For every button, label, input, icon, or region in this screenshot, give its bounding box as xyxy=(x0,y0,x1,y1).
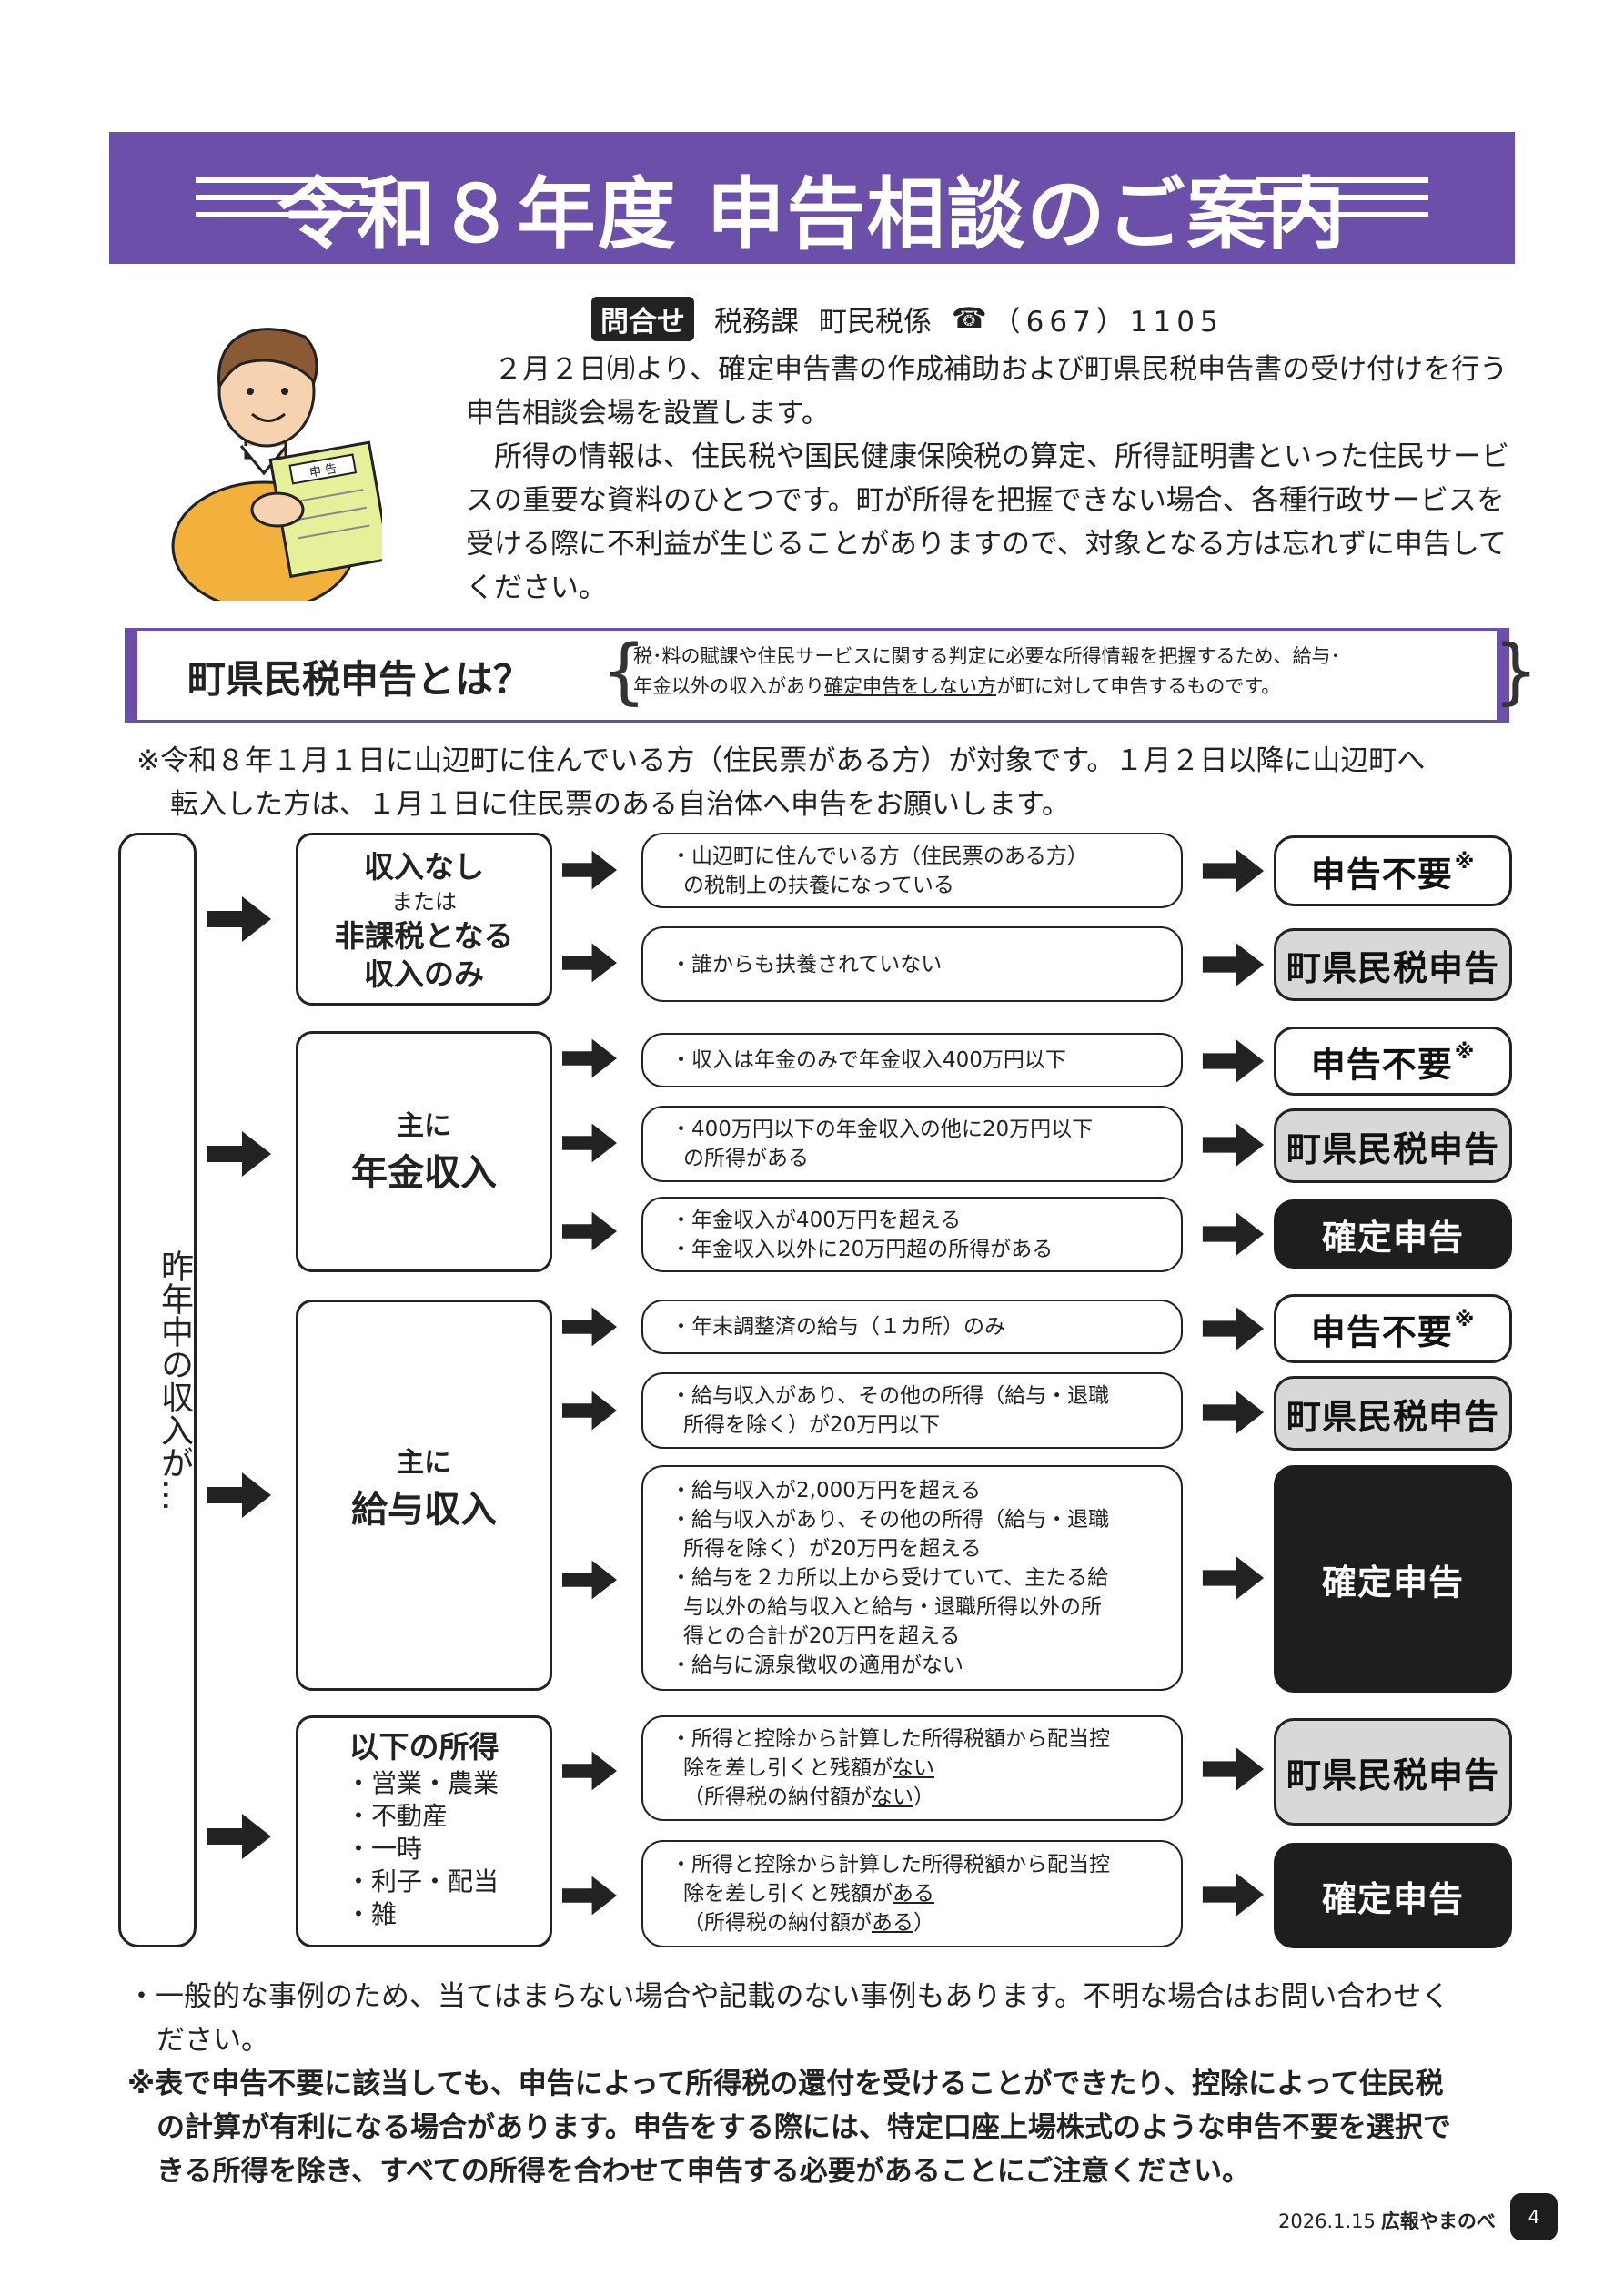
intro-paragraph-2: 所得の情報は、住民税や国民健康保険税の算定、所得証明書といった住民サービスの重要… xyxy=(466,435,1521,610)
definition-line-1: 税･料の賦課や住民サービスに関する判定に必要な所得情報を把握するため、給与･ xyxy=(633,642,1507,672)
arrow-right-icon xyxy=(562,849,617,891)
result-resident-tax: 町県民税申告 xyxy=(1274,1718,1512,1826)
arrow-right-icon xyxy=(1199,1039,1267,1083)
contact-dept: 税務課 xyxy=(714,298,799,339)
condition-not-dependent: ・誰からも扶養されていない xyxy=(641,926,1183,1002)
footer-note-1-cont: ださい。 xyxy=(127,2018,1519,2062)
publication-date: 2026.1.15 xyxy=(1278,2210,1376,2232)
contact-label: 問合せ xyxy=(591,297,694,341)
arrow-right-icon xyxy=(1199,1747,1267,1791)
arrow-right-icon xyxy=(1199,849,1267,893)
intro-paragraph-1: ２月２日㈪より、確定申告書の作成補助および町県民税申告書の受け付けを行う申告相談… xyxy=(466,348,1521,435)
condition-tax-remaining: ・所得と控除から計算した所得税額から配当控 除を差し引くと残額がある （所得税の… xyxy=(641,1840,1183,1947)
result-not-required: 申告不要※ xyxy=(1274,1294,1512,1363)
bracket-right: } xyxy=(1493,640,1538,703)
result-not-required: 申告不要※ xyxy=(1274,835,1512,906)
contact-info: 問合せ 税務課 町民税係 ☎ （667）1105 xyxy=(591,298,1244,339)
note-line-1: ※令和８年１月１日に山辺町に住んでいる方（住民票がある方）が対象です。１月２日以… xyxy=(136,739,1519,783)
bracket-left: { xyxy=(601,640,647,703)
result-resident-tax: 町県民税申告 xyxy=(1274,928,1512,1001)
arrow-right-icon xyxy=(1199,1212,1267,1256)
condition-salary-final-return: ・給与収入が2,000万円を超える ・給与収入があり、その他の所得（給与・退職 … xyxy=(641,1465,1183,1691)
result-final-return: 確定申告 xyxy=(1274,1465,1512,1693)
arrow-right-icon xyxy=(562,942,617,984)
arrow-right-icon xyxy=(207,1131,271,1177)
arrow-right-icon xyxy=(1199,1123,1267,1167)
arrow-right-icon xyxy=(1199,943,1267,986)
arrow-right-icon xyxy=(1199,1307,1267,1350)
contact-phone: （667）1105 xyxy=(993,298,1224,339)
category-other-income: 以下の所得 ・営業・農業 ・不動産 ・一時 ・利子・配当 ・雑 xyxy=(296,1715,552,1947)
arrow-right-icon xyxy=(1199,1873,1267,1917)
publication-name: 広報やまのべ xyxy=(1381,2210,1496,2232)
arrow-right-icon xyxy=(207,1814,271,1859)
condition-pension-small-income: ・400万円以下の年金収入の他に20万円以下の所得がある xyxy=(641,1106,1183,1182)
arrow-right-icon xyxy=(1199,1556,1267,1600)
category-no-income: 収入なし または 非課税となる 収入のみ xyxy=(296,833,552,1006)
note-line-2: 転入した方は、１月１日に住民票のある自治体へ申告をお願いします。 xyxy=(136,783,1519,826)
condition-salary-small-income: ・給与収入があり、その他の所得（給与・退職所得を除く）が20万円以下 xyxy=(641,1372,1183,1449)
arrow-right-icon xyxy=(207,1472,271,1518)
footer-note-2-cont: の計算が有利になる場合があります。申告をする際には、特定口座上場株式のような申告… xyxy=(127,2106,1519,2149)
arrow-right-icon xyxy=(207,896,271,942)
footer-notes: ・一般的な事例のため、当てはまらない場合や記載のない事例もあります。不明な場合は… xyxy=(127,1975,1519,2193)
phone-icon: ☎ xyxy=(952,302,987,335)
income-label-box: 昨年中の収入が… xyxy=(118,833,197,1947)
result-resident-tax: 町県民税申告 xyxy=(1274,1108,1512,1183)
category-salary: 主に 給与収入 xyxy=(296,1300,552,1691)
condition-year-end-adjusted: ・年末調整済の給与（１カ所）のみ xyxy=(641,1300,1183,1354)
result-not-required: 申告不要※ xyxy=(1274,1027,1512,1096)
footer-note-2-cont2: きる所得を除き、すべての所得を合わせて申告する必要があることにご注意ください。 xyxy=(127,2149,1519,2193)
man-holding-document-illustration: 申 告 xyxy=(168,314,382,601)
result-resident-tax: 町県民税申告 xyxy=(1274,1376,1512,1451)
arrow-right-icon xyxy=(1199,1391,1267,1434)
definition-box: 町県民税申告とは？ { 税･料の賦課や住民サービスに関する判定に必要な所得情報を… xyxy=(125,628,1509,723)
category-pension: 主に 年金収入 xyxy=(296,1031,552,1272)
arrow-right-icon xyxy=(562,1559,617,1601)
arrow-right-icon xyxy=(562,1037,617,1079)
arrow-right-icon xyxy=(562,1122,617,1164)
definition-text: { 税･料の賦課や住民サービスに関する判定に必要な所得情報を把握するため、給与･… xyxy=(601,642,1538,702)
contact-section: 町民税係 xyxy=(819,298,932,339)
condition-pension-only: ・収入は年金のみで年金収入400万円以下 xyxy=(641,1033,1183,1087)
result-final-return: 確定申告 xyxy=(1274,1843,1512,1948)
arrow-right-icon xyxy=(562,1390,617,1431)
footer-note-1: ・一般的な事例のため、当てはまらない場合や記載のない事例もあります。不明な場合は… xyxy=(127,1975,1519,2018)
banner-decoration-right xyxy=(1256,177,1428,217)
intro-text: ２月２日㈪より、確定申告書の作成補助および町県民税申告書の受け付けを行う申告相談… xyxy=(466,348,1521,610)
arrow-right-icon xyxy=(562,1875,617,1917)
definition-title: 町県民税申告とは？ xyxy=(187,649,531,704)
condition-dependent: ・山辺町に住んでいる方（住民票のある方）の税制上の扶養になっている xyxy=(641,833,1183,908)
condition-tax-none: ・所得と控除から計算した所得税額から配当控 除を差し引くと残額がない （所得税の… xyxy=(641,1715,1183,1821)
title-banner: 令和８年度 申告相談のご案内 xyxy=(109,132,1515,264)
income-label: 昨年中の収入が… xyxy=(121,1249,194,1512)
definition-line-2: 年金以外の収入があり確定申告をしない方が町に対して申告するものです。 xyxy=(633,672,1507,702)
arrow-right-icon xyxy=(562,1750,617,1792)
page-number: 4 xyxy=(1510,2193,1558,2240)
footer-note-2: ※表で申告不要に該当しても、申告によって所得税の還付を受けることができたり、控除… xyxy=(127,2062,1519,2106)
arrow-right-icon xyxy=(562,1306,617,1348)
condition-pension-over: ・年金収入が400万円を超える・年金収入以外に20万円超の所得がある xyxy=(641,1197,1183,1272)
arrow-right-icon xyxy=(562,1210,617,1252)
result-final-return: 確定申告 xyxy=(1274,1199,1512,1269)
eligibility-note: ※令和８年１月１日に山辺町に住んでいる方（住民票がある方）が対象です。１月２日以… xyxy=(136,739,1519,826)
